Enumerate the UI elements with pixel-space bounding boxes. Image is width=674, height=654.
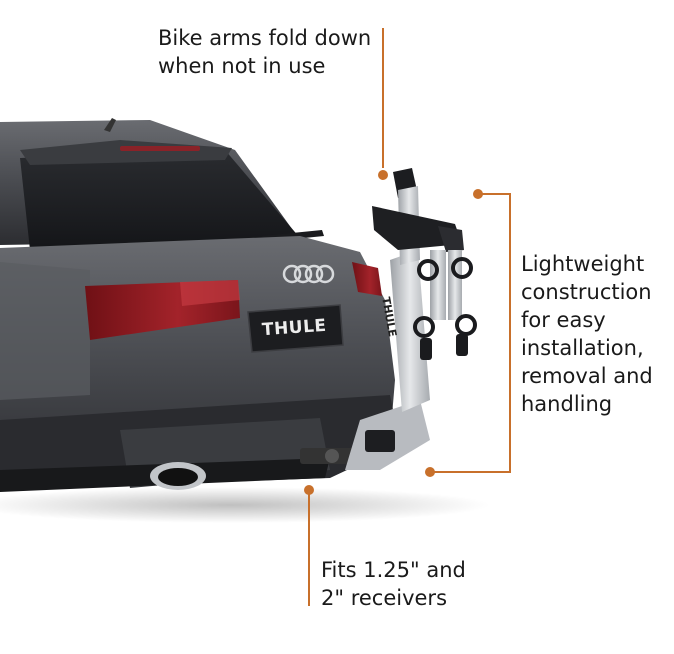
callout-lightweight: Lightweight construction for easy instal… — [521, 250, 653, 418]
callout-line: construction — [521, 280, 652, 304]
tail-light-right — [352, 262, 382, 296]
callout-leaders — [304, 28, 511, 606]
callout-line: handling — [521, 392, 613, 416]
bike-arm-pad — [372, 206, 462, 250]
audi-logo — [282, 264, 335, 284]
callout-line: for easy — [521, 308, 606, 332]
callout-receivers: Fits 1.25" and 2" receivers — [321, 556, 466, 612]
license-plate — [247, 304, 344, 353]
callout-line: when not in use — [158, 54, 326, 78]
leader-lightweight — [430, 193, 511, 473]
rear-window — [20, 150, 300, 250]
callout-line: 2" receivers — [321, 586, 448, 610]
callout-line: Lightweight — [521, 252, 645, 276]
callout-line: installation, — [521, 336, 644, 360]
car — [0, 118, 400, 492]
bike-rack — [345, 168, 477, 470]
callout-line: Bike arms fold down — [158, 26, 372, 50]
callout-line: Fits 1.25" and — [321, 558, 466, 582]
callout-line: removal and — [521, 364, 653, 388]
ground-shadow — [0, 487, 490, 523]
callout-fold-down: Bike arms fold down when not in use — [158, 24, 371, 80]
